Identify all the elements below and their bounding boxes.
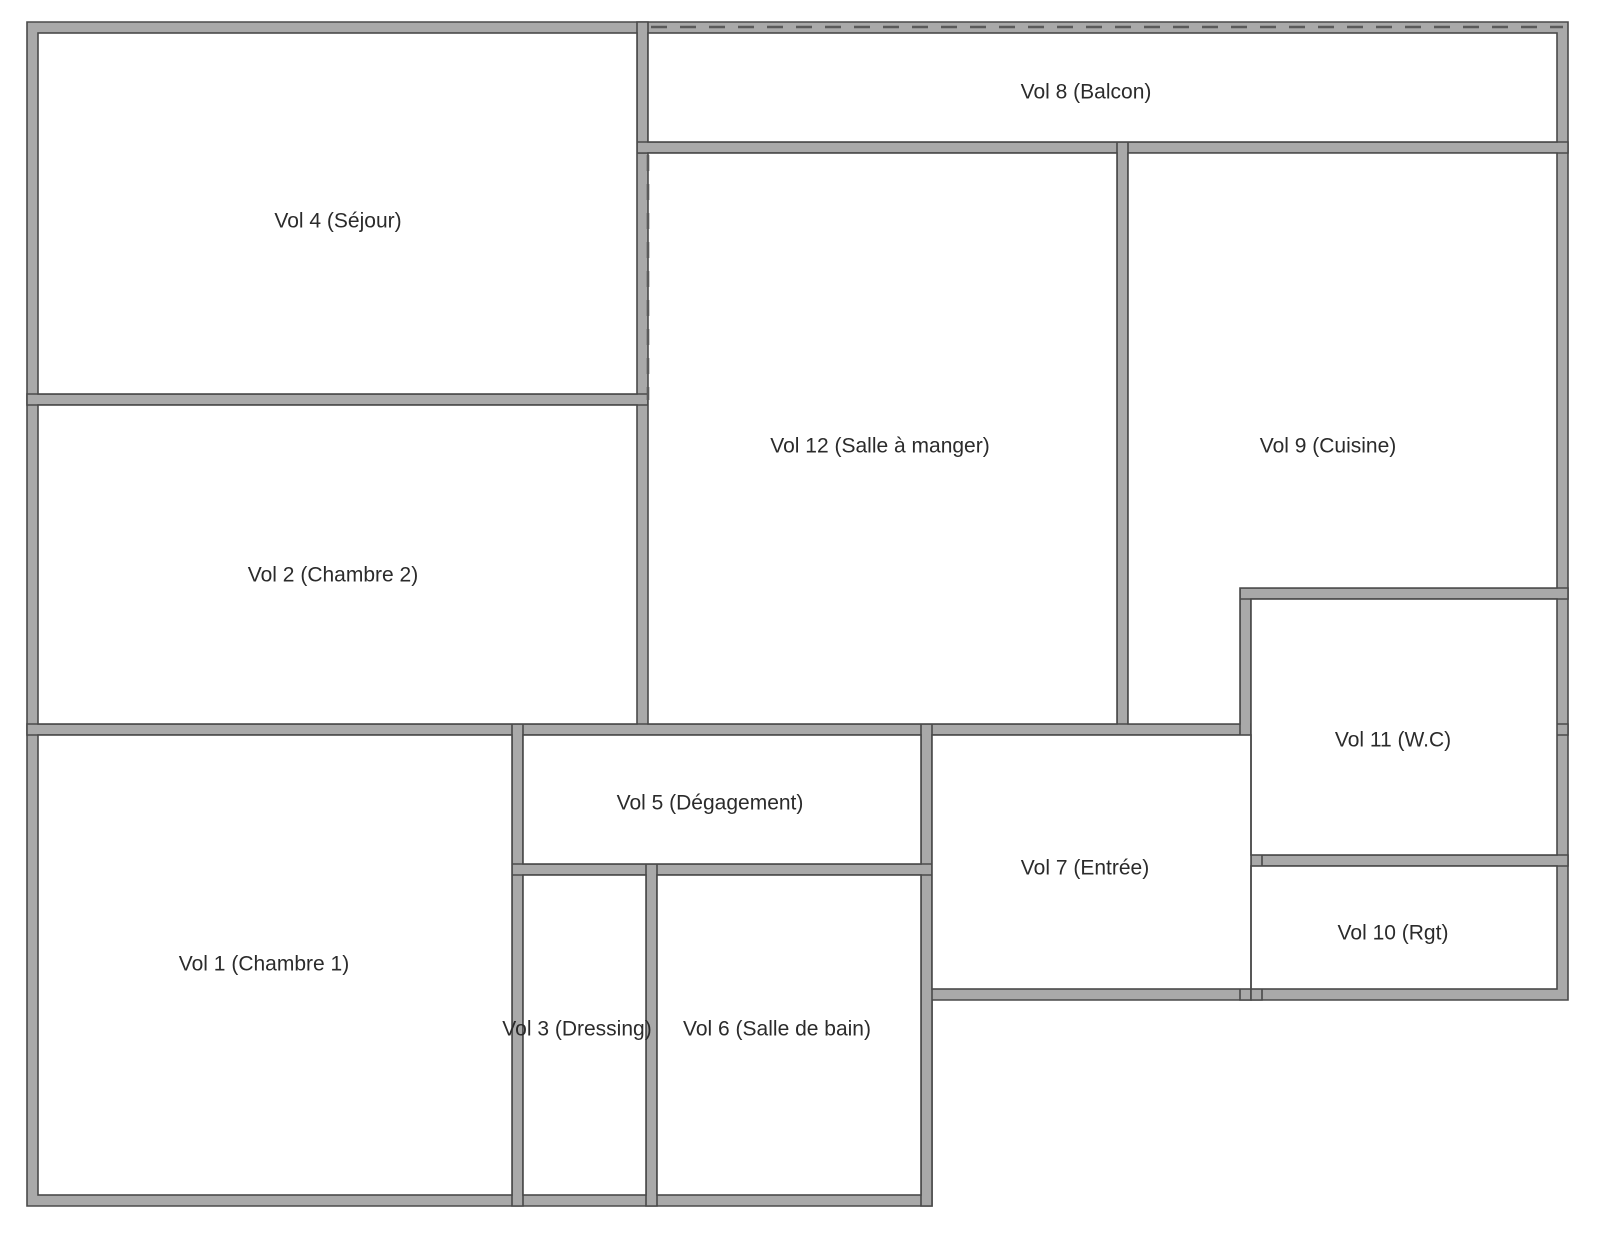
wall-degagement-bottom [511,863,933,876]
wall-wc-top [1239,587,1569,600]
room-surface-vol1 [38,735,512,1195]
room-outline-vol11 [1250,598,1558,856]
room-label-vol11: Vol 11 (W.C) [1335,729,1451,752]
room-label-vol7: Vol 7 (Entrée) [1021,857,1149,880]
room-outline-vol6 [656,874,922,1196]
room-outline-vol2 [37,404,638,725]
room-outline-vol8 [647,32,1558,143]
room-surface-vol8 [648,33,1557,142]
room-label-vol8: Vol 8 (Balcon) [1021,81,1152,104]
room-surface-vol12 [648,153,1117,724]
room-surface-vol11 [1251,599,1557,855]
wall-sejour-chambre2 [26,393,649,406]
room-outline-vol1 [37,734,513,1196]
dashed-boundaries [646,25,1563,400]
room-label-vol5: Vol 5 (Dégagement) [617,792,804,815]
room-label-vol2: Vol 2 (Chambre 2) [248,564,418,587]
room-outline-vol12 [647,152,1118,725]
room-surface-vol3 [523,875,646,1195]
room-surface-vol2 [38,405,637,724]
room-labels: Vol 4 (Séjour) Vol 8 (Balcon) Vol 2 (Cha… [179,81,1451,1041]
room-outlines [37,32,1558,1196]
room-surface-vol7 [932,735,1251,989]
wall-balcon-bottom [636,141,1569,154]
room-surface-vol5 [523,735,921,864]
room-surface-vol9 [1128,153,1557,588]
room-outline-vol9 [1127,152,1558,725]
room-label-vol1: Vol 1 (Chambre 1) [179,953,349,976]
room-outline-vol3 [522,874,647,1196]
room-label-vol3: Vol 3 (Dressing) [502,1018,651,1041]
wall-sam-cuisine [1116,141,1129,747]
room-label-vol6: Vol 6 (Salle de bain) [683,1018,871,1041]
room-surface-vol6 [657,875,921,1195]
wall-chambre1-right [511,723,524,1207]
room-surface-vol4 [38,33,637,394]
wall-entree-left [920,723,933,1207]
wall-wc-rgt-divider [1239,854,1569,867]
room-outline-vol4 [37,32,638,395]
room-surface-vol9b [1128,588,1240,724]
wall-sejour-right [636,21,649,154]
room-label-vol10: Vol 10 (Rgt) [1338,922,1449,945]
room-label-vol12: Vol 12 (Salle à manger) [770,435,989,458]
room-label-vol4: Vol 4 (Séjour) [274,210,401,233]
room-surfaces [38,33,1557,1195]
room-surface-vol10 [1251,866,1557,989]
room-outline-vol5 [522,734,922,865]
room-label-vol9: Vol 9 (Cuisine) [1260,435,1397,458]
room-outline-vol7 [931,734,1252,990]
